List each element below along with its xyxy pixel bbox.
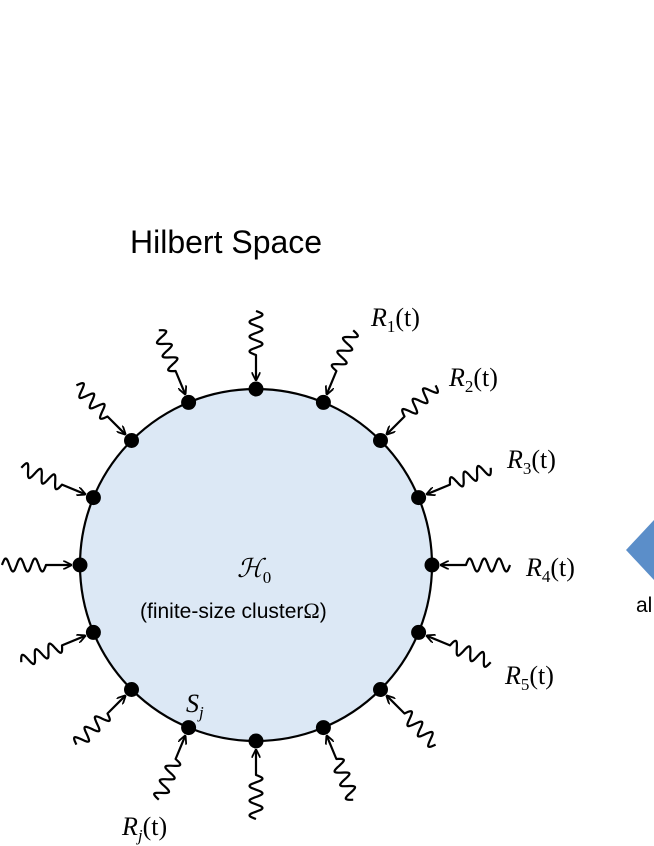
coupling-arrow-11 [73,696,125,746]
coupling-arrows [0,309,512,821]
coupling-arrow-2 [327,329,359,394]
cluster-site-4 [411,490,427,506]
coupling-arrow-12 [20,636,85,666]
coupling-arrow-4 [427,464,492,494]
cluster-site-8 [315,720,331,736]
cluster-site-15 [124,433,139,448]
cluster-hamiltonian-label: ℋ0 [237,554,271,587]
reservoir-label-r2: R2(t) [448,363,498,396]
reservoir-label-rj: Rj(t) [121,812,167,845]
coupling-arrow-9 [248,750,264,821]
cluster-site-13 [72,557,88,573]
cluster-site-2 [315,394,331,410]
cluster-site-16 [181,394,197,410]
coupling-arrow-16 [155,329,185,394]
coupling-arrow-14 [20,462,85,494]
cluster-site-12 [85,624,101,640]
edge-arrow-shape-fragment [626,520,654,580]
coupling-arrow-7 [387,696,437,748]
cluster-sites [72,381,440,749]
reservoir-label-r4: R4(t) [525,553,575,586]
reservoir-label-r3: R3(t) [506,445,556,478]
coupling-arrow-13 [0,557,71,573]
cluster-caption: (finite-size clusterΩ) [140,598,327,623]
edge-text-fragment: al [636,594,652,617]
cluster-site-9 [248,733,264,749]
cluster-site-7 [373,682,388,697]
coupling-arrow-1 [248,309,264,380]
coupling-arrow-5 [441,557,512,573]
reservoir-label-r1: R1(t) [370,303,420,336]
cluster-site-14 [85,490,101,506]
cluster-site-5 [424,557,440,573]
coupling-arrow-3 [387,384,439,434]
cluster-site-1 [248,381,264,397]
cluster-site-10 [181,720,197,736]
cluster-site-6 [411,624,427,640]
reservoir-label-r5: R5(t) [504,661,554,694]
coupling-arrow-8 [327,736,357,801]
site-label-sj: Sj [186,689,204,722]
coupling-arrow-15 [75,382,125,434]
cluster-site-3 [373,433,388,448]
cluster-site-11 [124,682,139,697]
diagram-title: Hilbert Space [130,224,322,260]
coupling-arrow-10 [153,736,185,801]
coupling-arrow-6 [427,636,492,668]
